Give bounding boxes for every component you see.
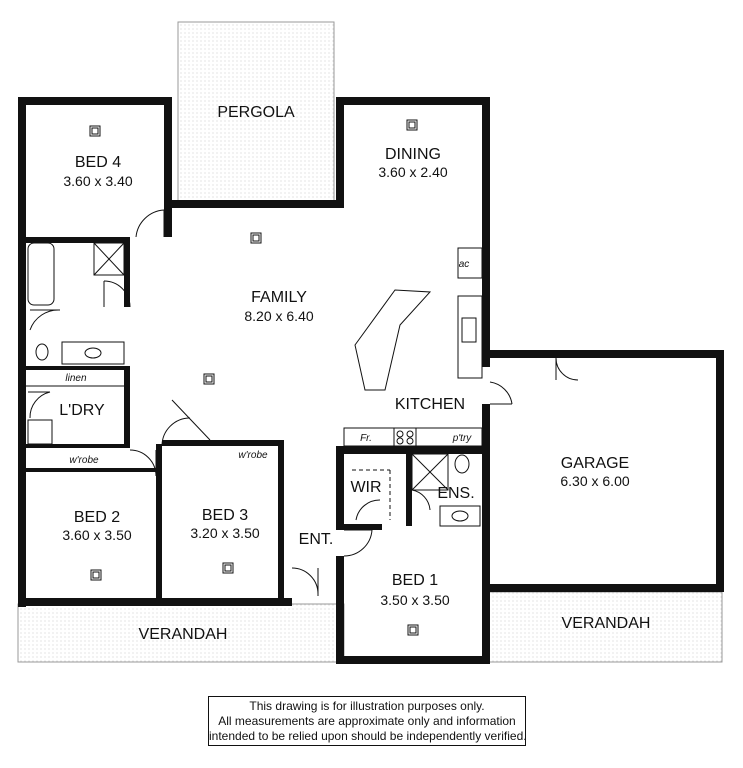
bed2-label: BED 2 xyxy=(74,509,120,526)
bed2-dimension: 3.60 x 3.50 xyxy=(62,527,131,543)
bed1-dimension: 3.50 x 3.50 xyxy=(380,592,449,608)
bed4-dimension: 3.60 x 3.40 xyxy=(63,173,132,189)
kitchen-fittings xyxy=(343,247,483,447)
wir-label: WIR xyxy=(350,479,381,496)
family-label: FAMILY xyxy=(251,289,307,306)
bathroom-fixtures xyxy=(26,242,481,527)
verandah-left-label: VERANDAH xyxy=(139,626,228,643)
garage-label: GARAGE xyxy=(561,455,629,472)
bed3-label: BED 3 xyxy=(202,507,248,524)
linen-label: linen xyxy=(65,373,87,384)
windows xyxy=(20,99,723,663)
disclaimer-line-1: This drawing is for illustration purpose… xyxy=(249,699,485,713)
disclaimer-line-3: intended to be relied upon should be ind… xyxy=(209,729,527,743)
disclaimer-line-2: All measurements are approximate only an… xyxy=(218,714,516,728)
family-dimension: 8.20 x 6.40 xyxy=(244,308,313,324)
laundry-label: L'DRY xyxy=(59,402,105,419)
wrobe-bed2-label: w'robe xyxy=(69,455,99,466)
dining-dimension: 3.60 x 2.40 xyxy=(378,164,447,180)
entry-label: ENT. xyxy=(299,531,334,548)
pergola-label: PERGOLA xyxy=(217,104,295,121)
pantry-label: p'try xyxy=(452,433,473,444)
ac-label: ac xyxy=(459,259,470,270)
verandah-left-area xyxy=(17,603,345,663)
ensuite-label: ENS. xyxy=(437,485,474,502)
bed4-label: BED 4 xyxy=(75,154,121,171)
dining-label: DINING xyxy=(385,146,441,163)
disclaimer-box: This drawing is for illustration purpose… xyxy=(208,696,527,746)
walls xyxy=(18,97,724,664)
doors xyxy=(28,209,579,596)
wrobe-bed3-label: w'robe xyxy=(238,450,268,461)
fridge-label: Fr. xyxy=(360,433,372,444)
bed1-label: BED 1 xyxy=(392,572,438,589)
ceiling-lights xyxy=(89,119,419,636)
verandah-right-label: VERANDAH xyxy=(562,615,651,632)
bed3-dimension: 3.20 x 3.50 xyxy=(190,525,259,541)
garage-dimension: 6.30 x 6.00 xyxy=(560,473,629,489)
kitchen-label: KITCHEN xyxy=(395,396,465,413)
pergola-area xyxy=(177,21,335,205)
